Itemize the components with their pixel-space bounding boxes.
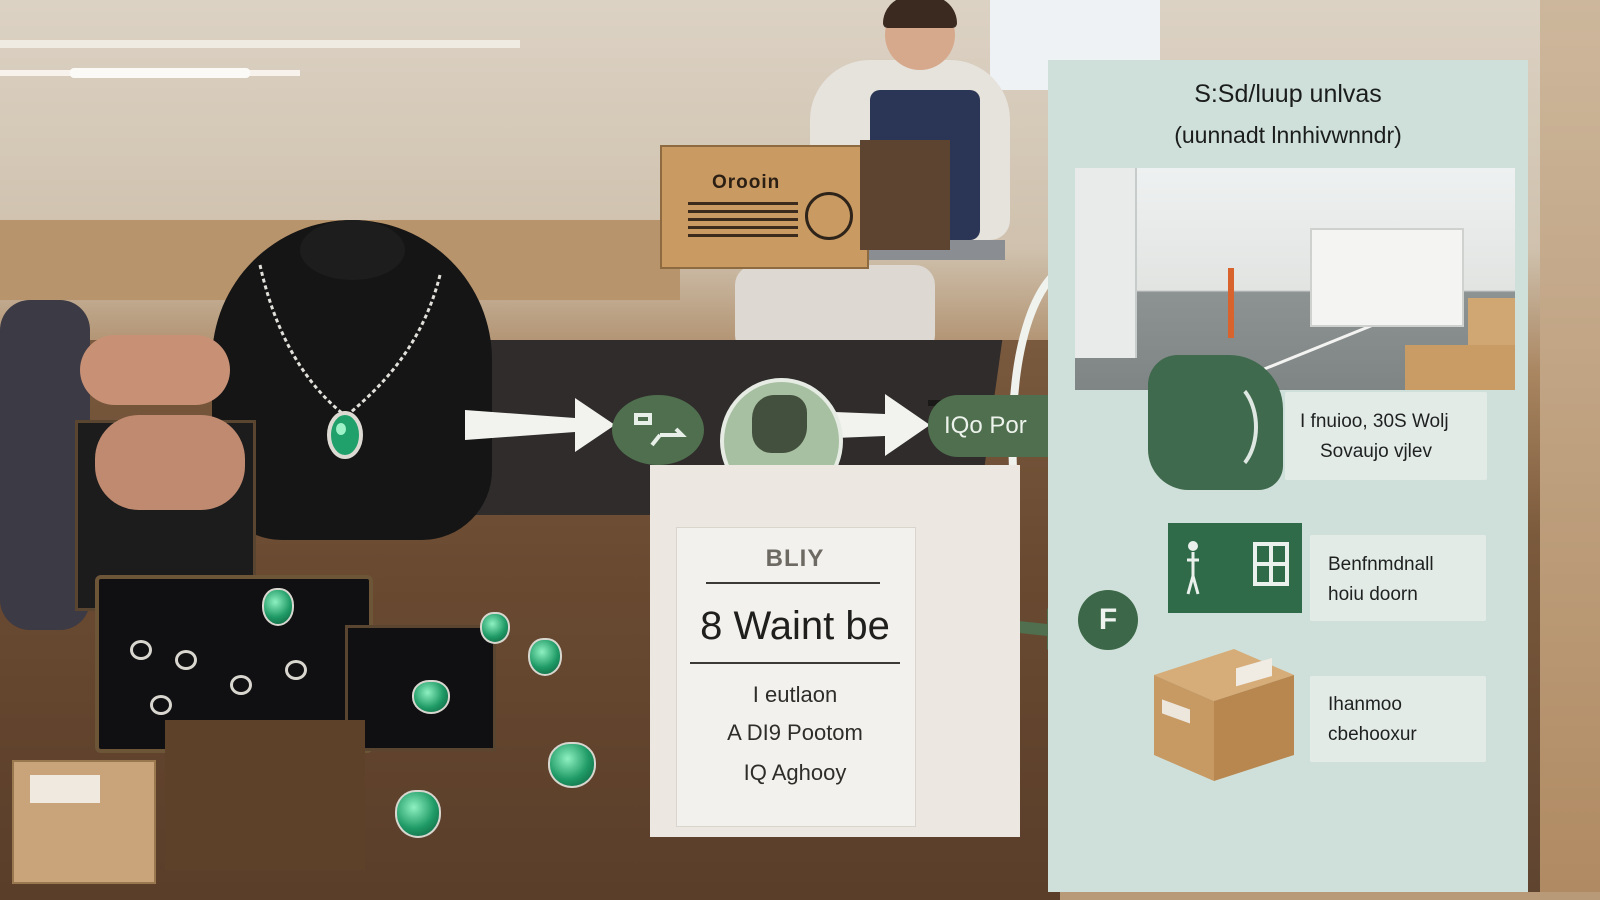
back-shelf [0,40,520,48]
sign-small-heading: BLIY [765,545,825,572]
packing-box-label: Orooin [712,172,781,193]
emerald-gem-icon [412,680,450,714]
panel-item-text: Sovaujo vjlev [1320,441,1432,462]
packing-box-flap [860,140,950,250]
warehouse-box [1405,345,1515,390]
ring-icon [175,650,197,670]
emerald-gem-icon [480,612,510,644]
small-box-label [30,775,100,803]
overhead-lamp [70,68,250,78]
info-sign-panel [676,527,916,827]
sign-line: IQ Aghooy [743,760,847,785]
worker-hair [883,0,957,28]
parcel-box-icon [1154,649,1294,781]
flow-arrows [465,394,930,456]
arrow-right-icon [835,394,930,456]
panel-item-card [1285,392,1487,480]
arrow-right-icon [465,398,615,452]
tools-icon [634,413,687,447]
sign-line: I eutlaon [752,682,838,707]
rough-stone-icon [752,395,807,453]
window-icon-bar [1253,562,1289,566]
sign-divider [706,582,880,584]
emerald-gem-icon [528,638,562,676]
box-logo-icon [805,192,853,240]
ring-icon [285,660,307,680]
display-bust-neck [300,220,405,280]
sign-line: A DI9 Pootom [727,720,863,745]
bag-icon-detail [1190,378,1258,476]
branch-f-badge: F [1078,590,1138,650]
doorway-sign-icon [1168,523,1302,613]
right-shelf [1540,0,1600,892]
ring-icon [150,695,172,715]
panel-item-text: hoiu doorn [1328,584,1418,605]
panel-item-text: I fnuioo, 30S Wolj [1300,411,1449,432]
person-icon [1186,541,1200,595]
artisan-hand-lower [95,415,245,510]
emerald-gem-icon [262,588,294,626]
packing-box-print [688,202,798,242]
panel-subtitle: (uunnadt lnnhivwnndr) [1174,122,1402,148]
artisan-hand-upper [80,335,230,405]
wooden-block [165,720,365,870]
warehouse-pallets [1310,228,1464,327]
warehouse-wall [1075,168,1137,358]
panel-item-card [1310,676,1486,762]
panel-item-text: cbehooxur [1328,724,1417,745]
panel-item-card [1310,535,1486,621]
ring-icon [230,675,252,695]
ring-icon [130,640,152,660]
sign-divider [690,662,900,664]
emerald-necklace-icon [258,264,442,459]
emerald-gem-icon [548,742,596,788]
emerald-gem-icon [395,790,441,838]
warehouse-pole [1228,268,1234,338]
panel-item-text: Ihanmoo [1328,694,1402,715]
panel-item-text: Benfnmdnall [1328,554,1434,575]
panel-title: S:Sd/luup unlvas [1194,80,1382,108]
sign-main-heading: 8 Waint be [700,604,890,648]
tools-circle-icon [612,395,704,465]
